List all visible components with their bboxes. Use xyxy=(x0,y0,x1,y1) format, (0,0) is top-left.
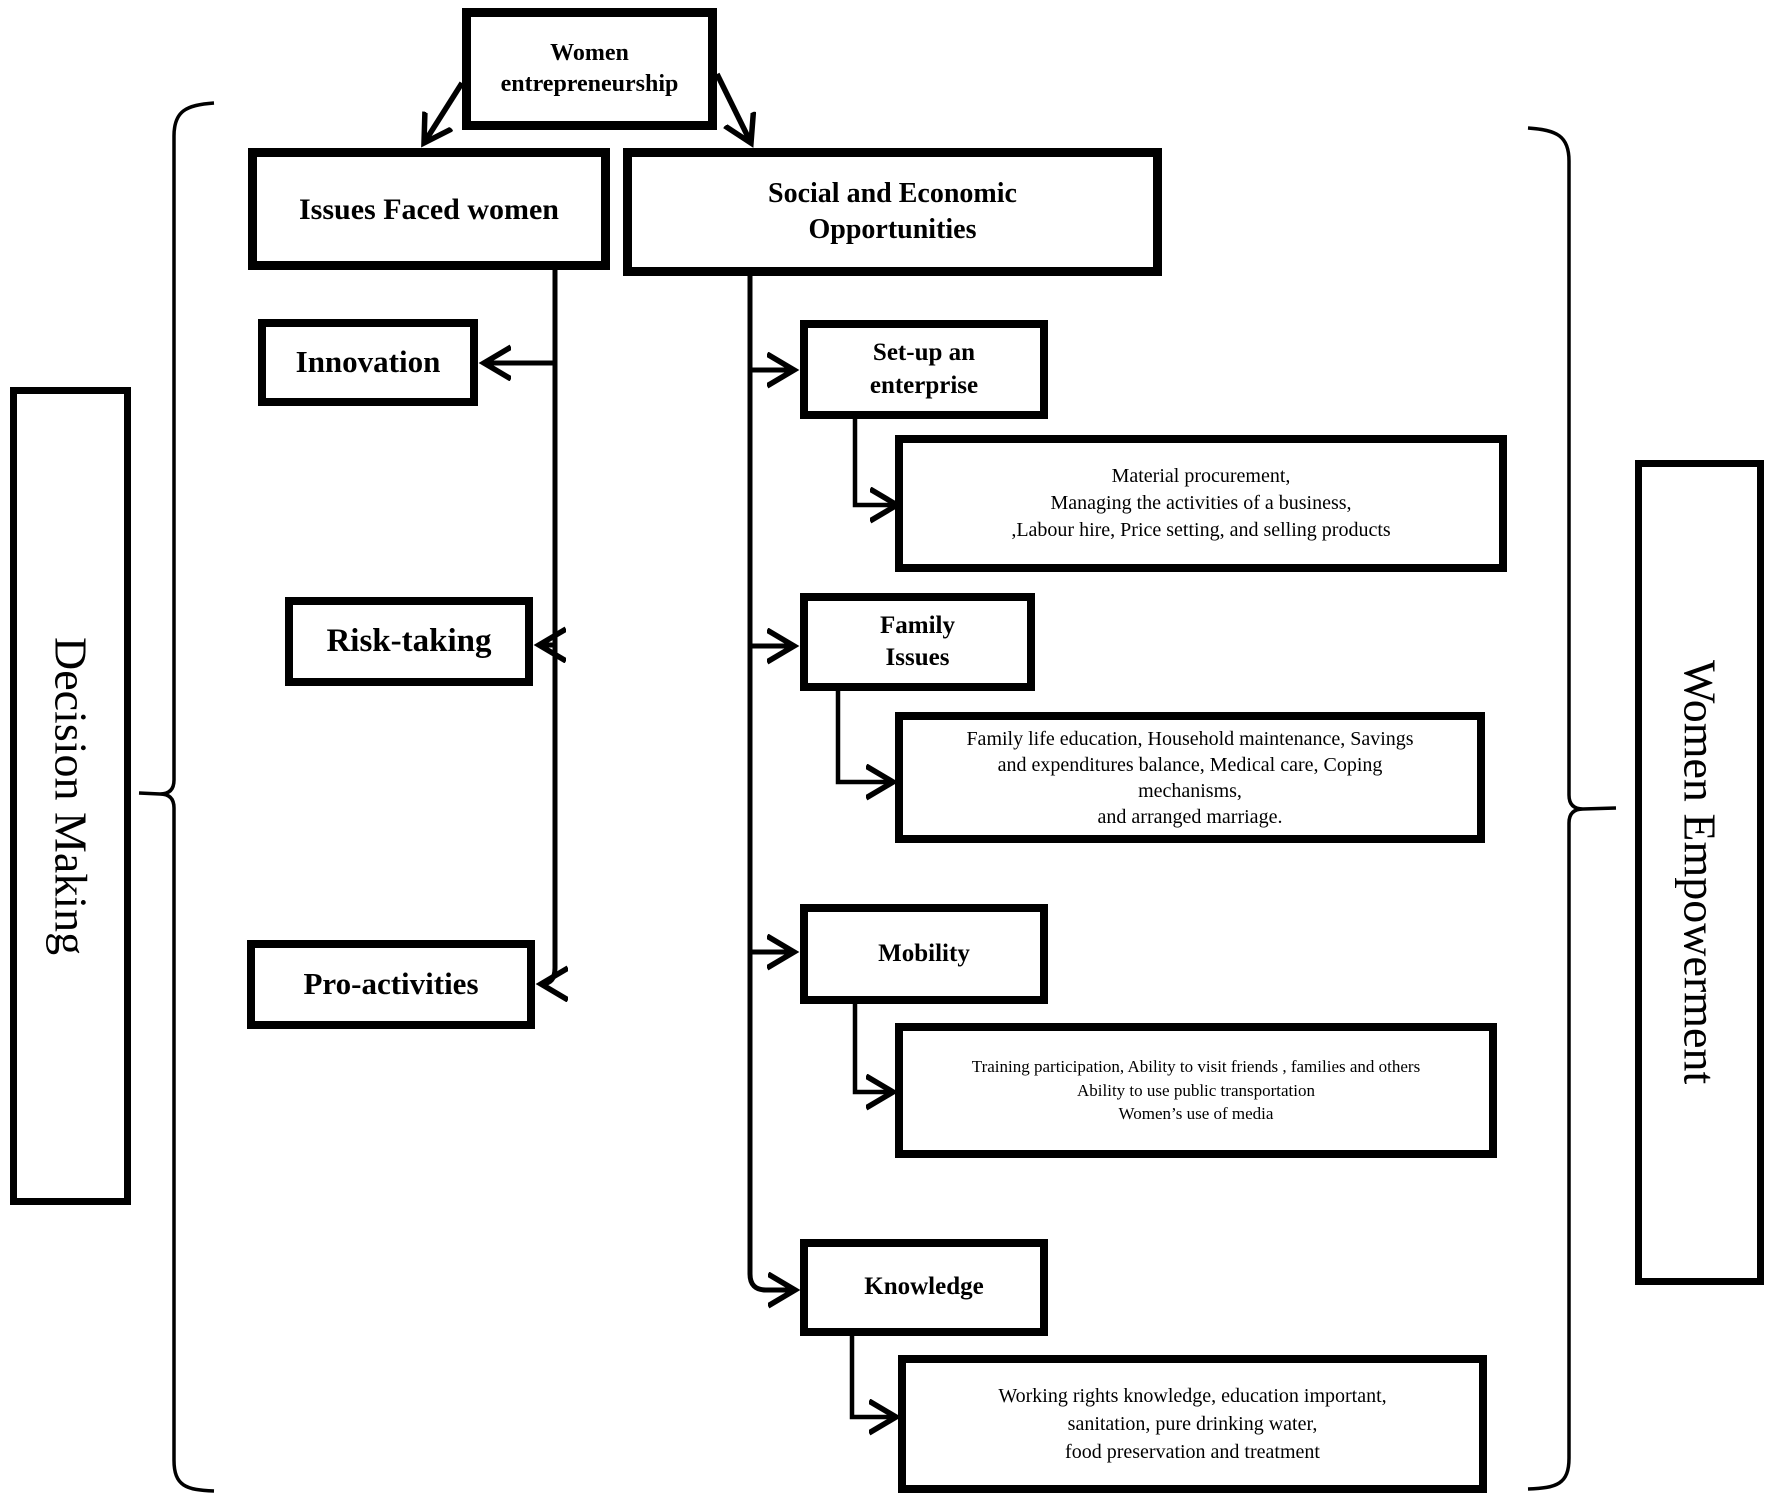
women-empowerment-label: Women Empowerment xyxy=(1674,660,1726,1085)
family-issues-box: Family Issues xyxy=(800,593,1035,691)
issues-faced-women-label: Issues Faced women xyxy=(299,192,559,226)
setup-enterprise-box: Set-up an enterprise xyxy=(800,320,1048,419)
trunk-right xyxy=(747,272,795,1290)
decision-making-box: Decision Making xyxy=(10,387,131,1205)
setup-enterprise-label: Set-up an enterprise xyxy=(869,339,979,399)
innovation-label: Innovation xyxy=(295,344,441,380)
knowledge-label: Knowledge xyxy=(864,1273,984,1301)
connector-mobility-detail xyxy=(852,1004,893,1092)
knowledge-detail-box: Working rights knowledge, education impo… xyxy=(898,1355,1487,1493)
brace-left xyxy=(138,101,215,1493)
connector-setup-detail xyxy=(852,419,897,505)
brace-right xyxy=(1527,126,1617,1491)
issues-faced-women-box: Issues Faced women xyxy=(248,148,610,270)
setup-enterprise-detail-text: Material procurement, Managing the activ… xyxy=(1011,465,1391,541)
decision-making-label: Decision Making xyxy=(45,636,97,956)
mobility-label: Mobility xyxy=(878,939,970,967)
innovation-box: Innovation xyxy=(258,319,478,406)
mobility-box: Mobility xyxy=(800,904,1048,1004)
knowledge-box: Knowledge xyxy=(800,1239,1048,1336)
root-node-label: Women entrepreneurship xyxy=(500,39,679,97)
setup-enterprise-detail-box: Material procurement, Managing the activ… xyxy=(895,435,1507,572)
social-economic-opportunities-label: Social and Economic Opportunities xyxy=(768,177,1017,245)
arrow-root-to-social xyxy=(714,72,751,143)
trunk-left xyxy=(541,268,555,984)
mobility-detail-text: Training participation, Ability to visit… xyxy=(971,1056,1421,1124)
mobility-detail-box: Training participation, Ability to visit… xyxy=(895,1023,1497,1158)
root-node-women-entrepreneurship: Women entrepreneurship xyxy=(462,8,717,130)
pro-activities-label: Pro-activities xyxy=(303,966,479,1002)
risk-taking-box: Risk-taking xyxy=(285,597,533,686)
connector-knowledge-detail xyxy=(849,1336,896,1417)
risk-taking-label: Risk-taking xyxy=(326,623,492,660)
women-empowerment-box: Women Empowerment xyxy=(1635,460,1764,1285)
family-issues-label: Family Issues xyxy=(880,611,955,672)
arrow-root-to-issues xyxy=(424,81,465,143)
pro-activities-box: Pro-activities xyxy=(247,940,535,1029)
family-issues-detail-box: Family life education, Household mainten… xyxy=(895,712,1485,843)
knowledge-detail-text: Working rights knowledge, education impo… xyxy=(998,1385,1387,1463)
family-issues-detail-text: Family life education, Household mainten… xyxy=(966,727,1414,828)
connector-family-detail xyxy=(835,691,893,782)
social-economic-opportunities-box: Social and Economic Opportunities xyxy=(623,148,1162,276)
